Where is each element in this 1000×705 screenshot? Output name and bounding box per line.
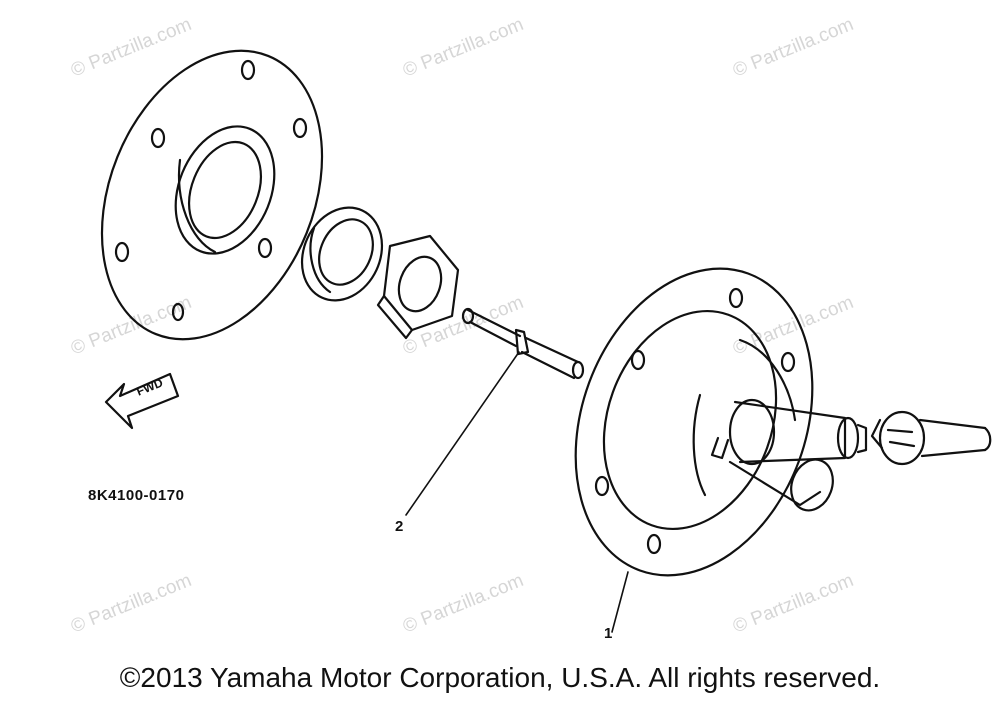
- washer: [300, 206, 384, 302]
- copyright-notice: ©2013 Yamaha Motor Corporation, U.S.A. A…: [119, 662, 881, 693]
- hex-nut: [376, 234, 460, 340]
- fwd-arrow: [104, 372, 180, 430]
- callout-part-1: 1: [604, 625, 613, 642]
- tie-rod-end: [870, 410, 992, 466]
- right-flange-housing: [574, 267, 868, 577]
- callout-part-2: 2: [395, 518, 404, 535]
- diagram-code: 8K4100-0170: [88, 487, 185, 504]
- stud-shaft: [461, 307, 585, 380]
- left-flange-plate: [100, 49, 324, 341]
